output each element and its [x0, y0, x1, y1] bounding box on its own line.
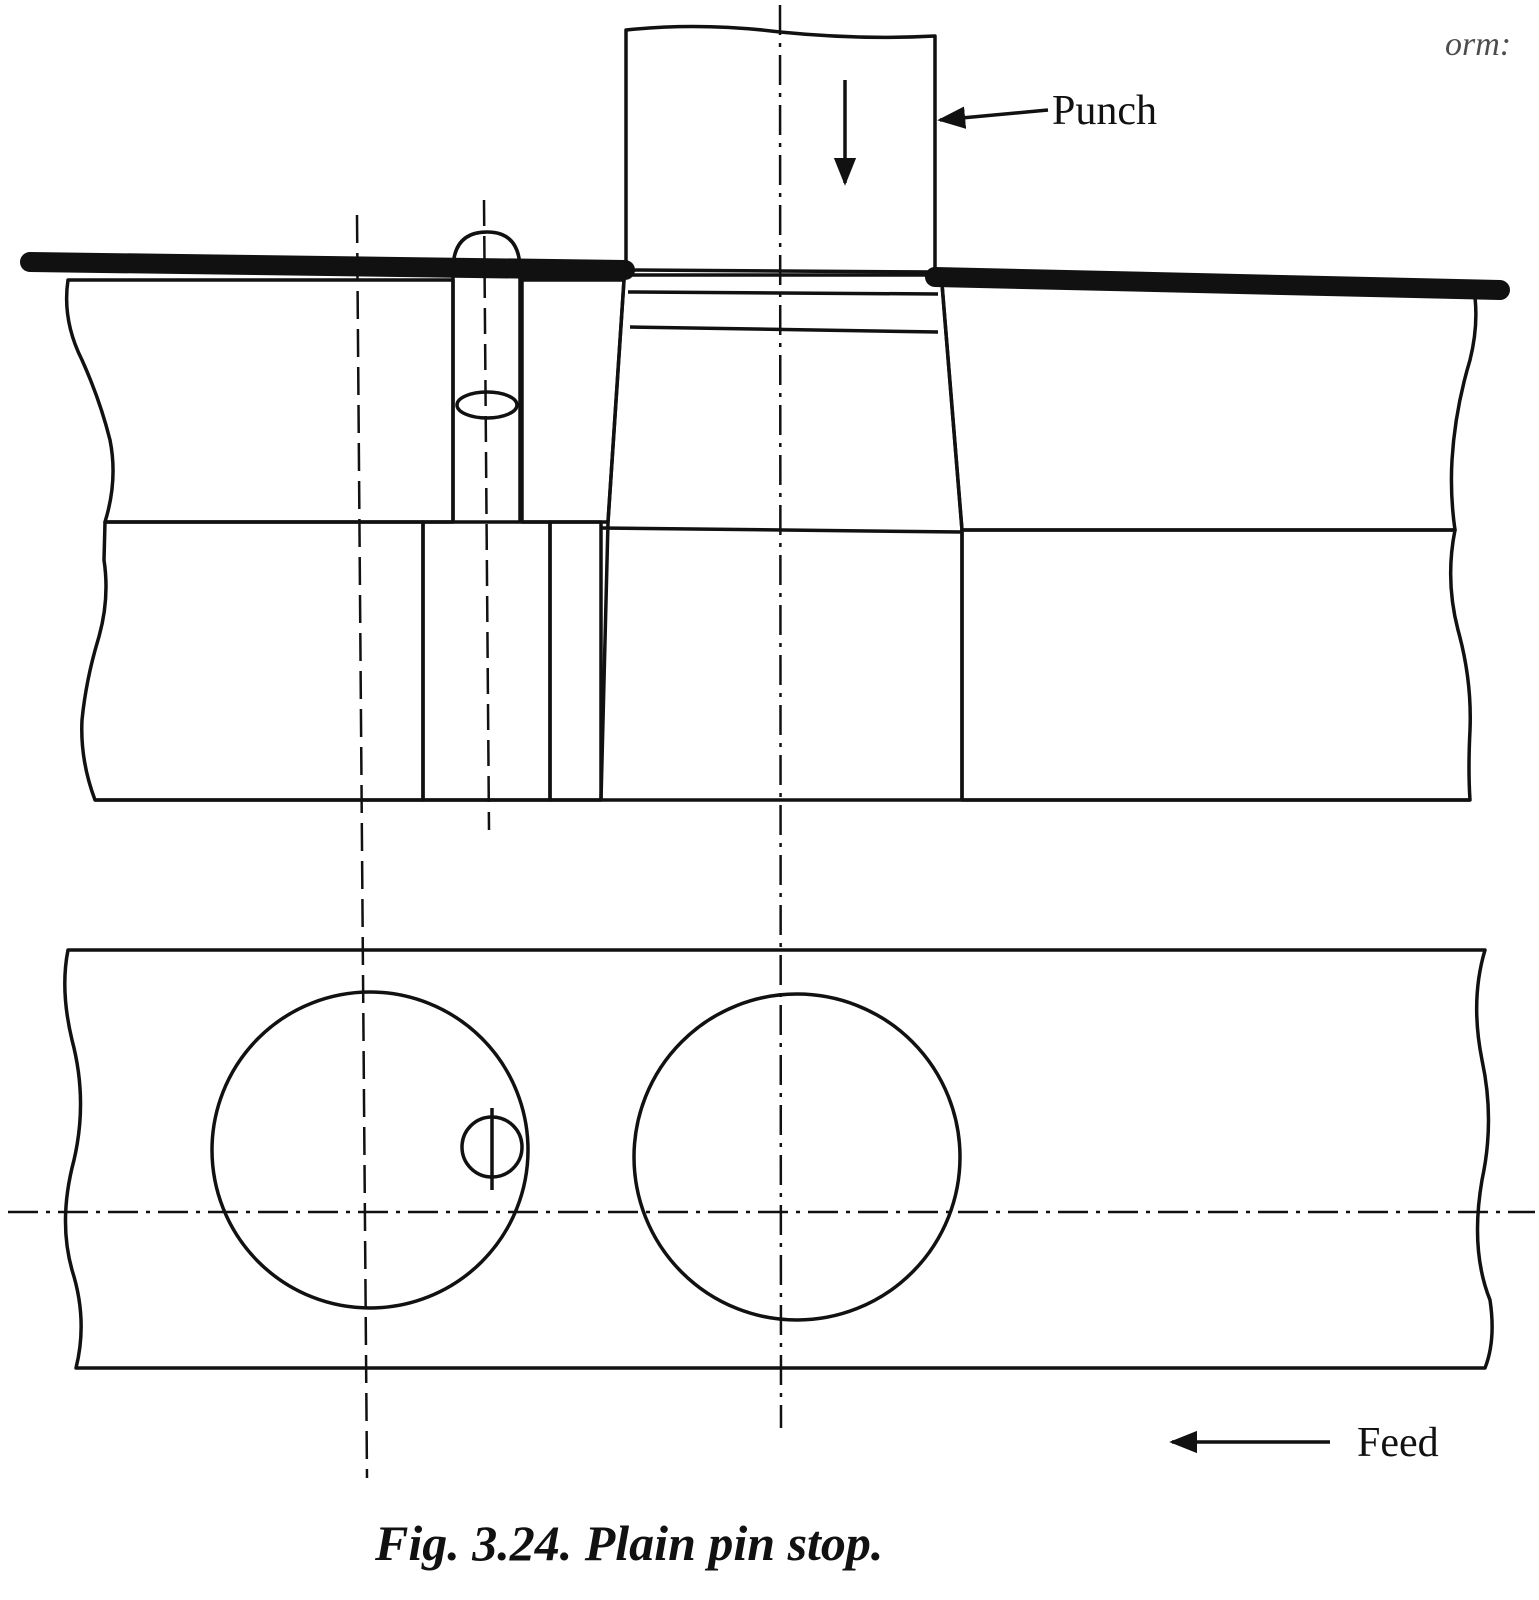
- figure-caption: Fig. 3.24. Plain pin stop.: [374, 1515, 883, 1571]
- center-line-hole: [355, 214, 369, 1479]
- stop-pin-groove: [455, 390, 519, 420]
- center-line-pin: [482, 199, 491, 831]
- punch-label: Punch: [1052, 88, 1157, 134]
- stock-strip: [20, 252, 1510, 300]
- stripper-plate-left: [64, 278, 455, 524]
- die-block-right: [960, 528, 1472, 802]
- blank-plan: [632, 992, 962, 1322]
- center-line-punch: [778, 4, 783, 1429]
- corner-fragment-label: orm:: [1445, 26, 1511, 63]
- stop-pin: [451, 230, 522, 522]
- feed-label: Feed: [1357, 1420, 1439, 1466]
- stripper-plate-right: [940, 282, 1478, 532]
- punched-hole: [210, 990, 530, 1310]
- strip-plan: [63, 948, 1494, 1370]
- punch: [624, 24, 937, 277]
- die-block-wall: [548, 520, 603, 802]
- blank-slug: [625, 268, 939, 334]
- die-block-left: [80, 520, 425, 802]
- punch-leader-line: [937, 106, 1049, 129]
